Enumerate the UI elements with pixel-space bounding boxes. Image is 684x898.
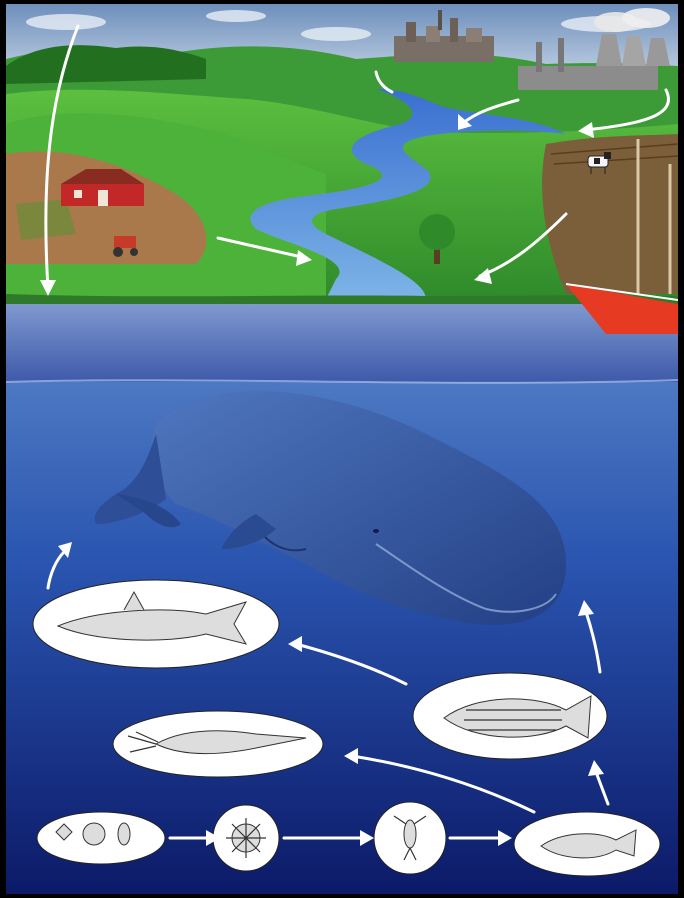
radiolarian-icon <box>213 805 279 871</box>
sea-surface <box>6 304 678 384</box>
phytoplankton-icon <box>37 812 165 864</box>
squid-icon <box>113 711 323 777</box>
striped-bass-icon <box>413 673 607 759</box>
small-fish-icon <box>514 812 660 876</box>
pollution-food-web-illustration <box>6 4 678 894</box>
shark-icon <box>33 580 279 668</box>
copepod-icon <box>374 802 446 874</box>
